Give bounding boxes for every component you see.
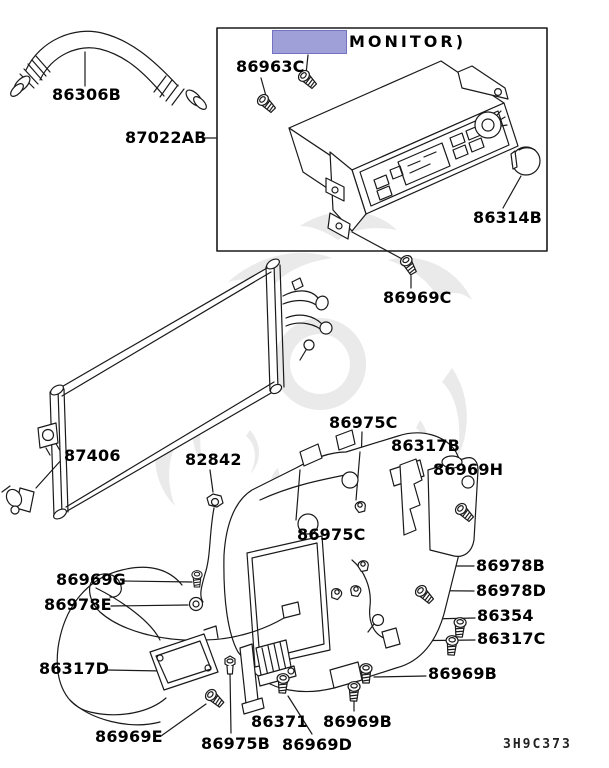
monitor-note: MONITOR)	[349, 32, 467, 51]
part-label-86963C: 86963C	[236, 57, 305, 76]
clamp-87406	[1, 422, 59, 515]
part-label-86306B: 86306B	[52, 85, 122, 104]
part-label-87022AB: 87022AB	[125, 128, 207, 147]
part-label-86969B-bottom: 86969B	[323, 712, 393, 731]
part-label-86975C-upper: 86975C	[329, 413, 398, 432]
part-label-86371: 86371	[251, 712, 308, 731]
clamp-86354	[367, 613, 385, 633]
part-label-86978D: 86978D	[476, 581, 547, 600]
heater-unit	[56, 429, 479, 726]
hose-86306B	[10, 30, 207, 110]
drawing-code: 3H9C373	[503, 737, 572, 752]
part-label-86317B: 86317B	[391, 436, 461, 455]
part-label-86317C: 86317C	[477, 629, 546, 648]
control-unit-box	[216, 27, 548, 252]
part-label-86969B-right: 86969B	[428, 664, 498, 683]
part-label-86978E: 86978E	[44, 595, 112, 614]
part-label-86314B: 86314B	[473, 208, 543, 227]
part-label-86975B: 86975B	[201, 734, 271, 753]
part-label-86354: 86354	[477, 606, 534, 625]
part-label-86317D: 86317D	[39, 659, 110, 678]
part-label-87406: 87406	[64, 446, 121, 465]
part-label-86969E: 86969E	[95, 727, 163, 746]
condenser	[49, 258, 333, 520]
part-label-86969C: 86969C	[383, 288, 452, 307]
part-label-86969H: 86969H	[433, 460, 504, 479]
selected-part-highlight[interactable]	[272, 30, 347, 54]
bracket-86317C	[381, 627, 401, 649]
part-label-86969G: 86969G	[56, 570, 126, 589]
part-label-82842: 82842	[185, 450, 242, 469]
part-label-86978B: 86978B	[476, 556, 546, 575]
part-label-86969D: 86969D	[282, 735, 353, 754]
part-label-86975C-lower: 86975C	[297, 525, 366, 544]
control-unit-87022AB	[288, 60, 541, 240]
sensor-82842	[200, 493, 224, 603]
